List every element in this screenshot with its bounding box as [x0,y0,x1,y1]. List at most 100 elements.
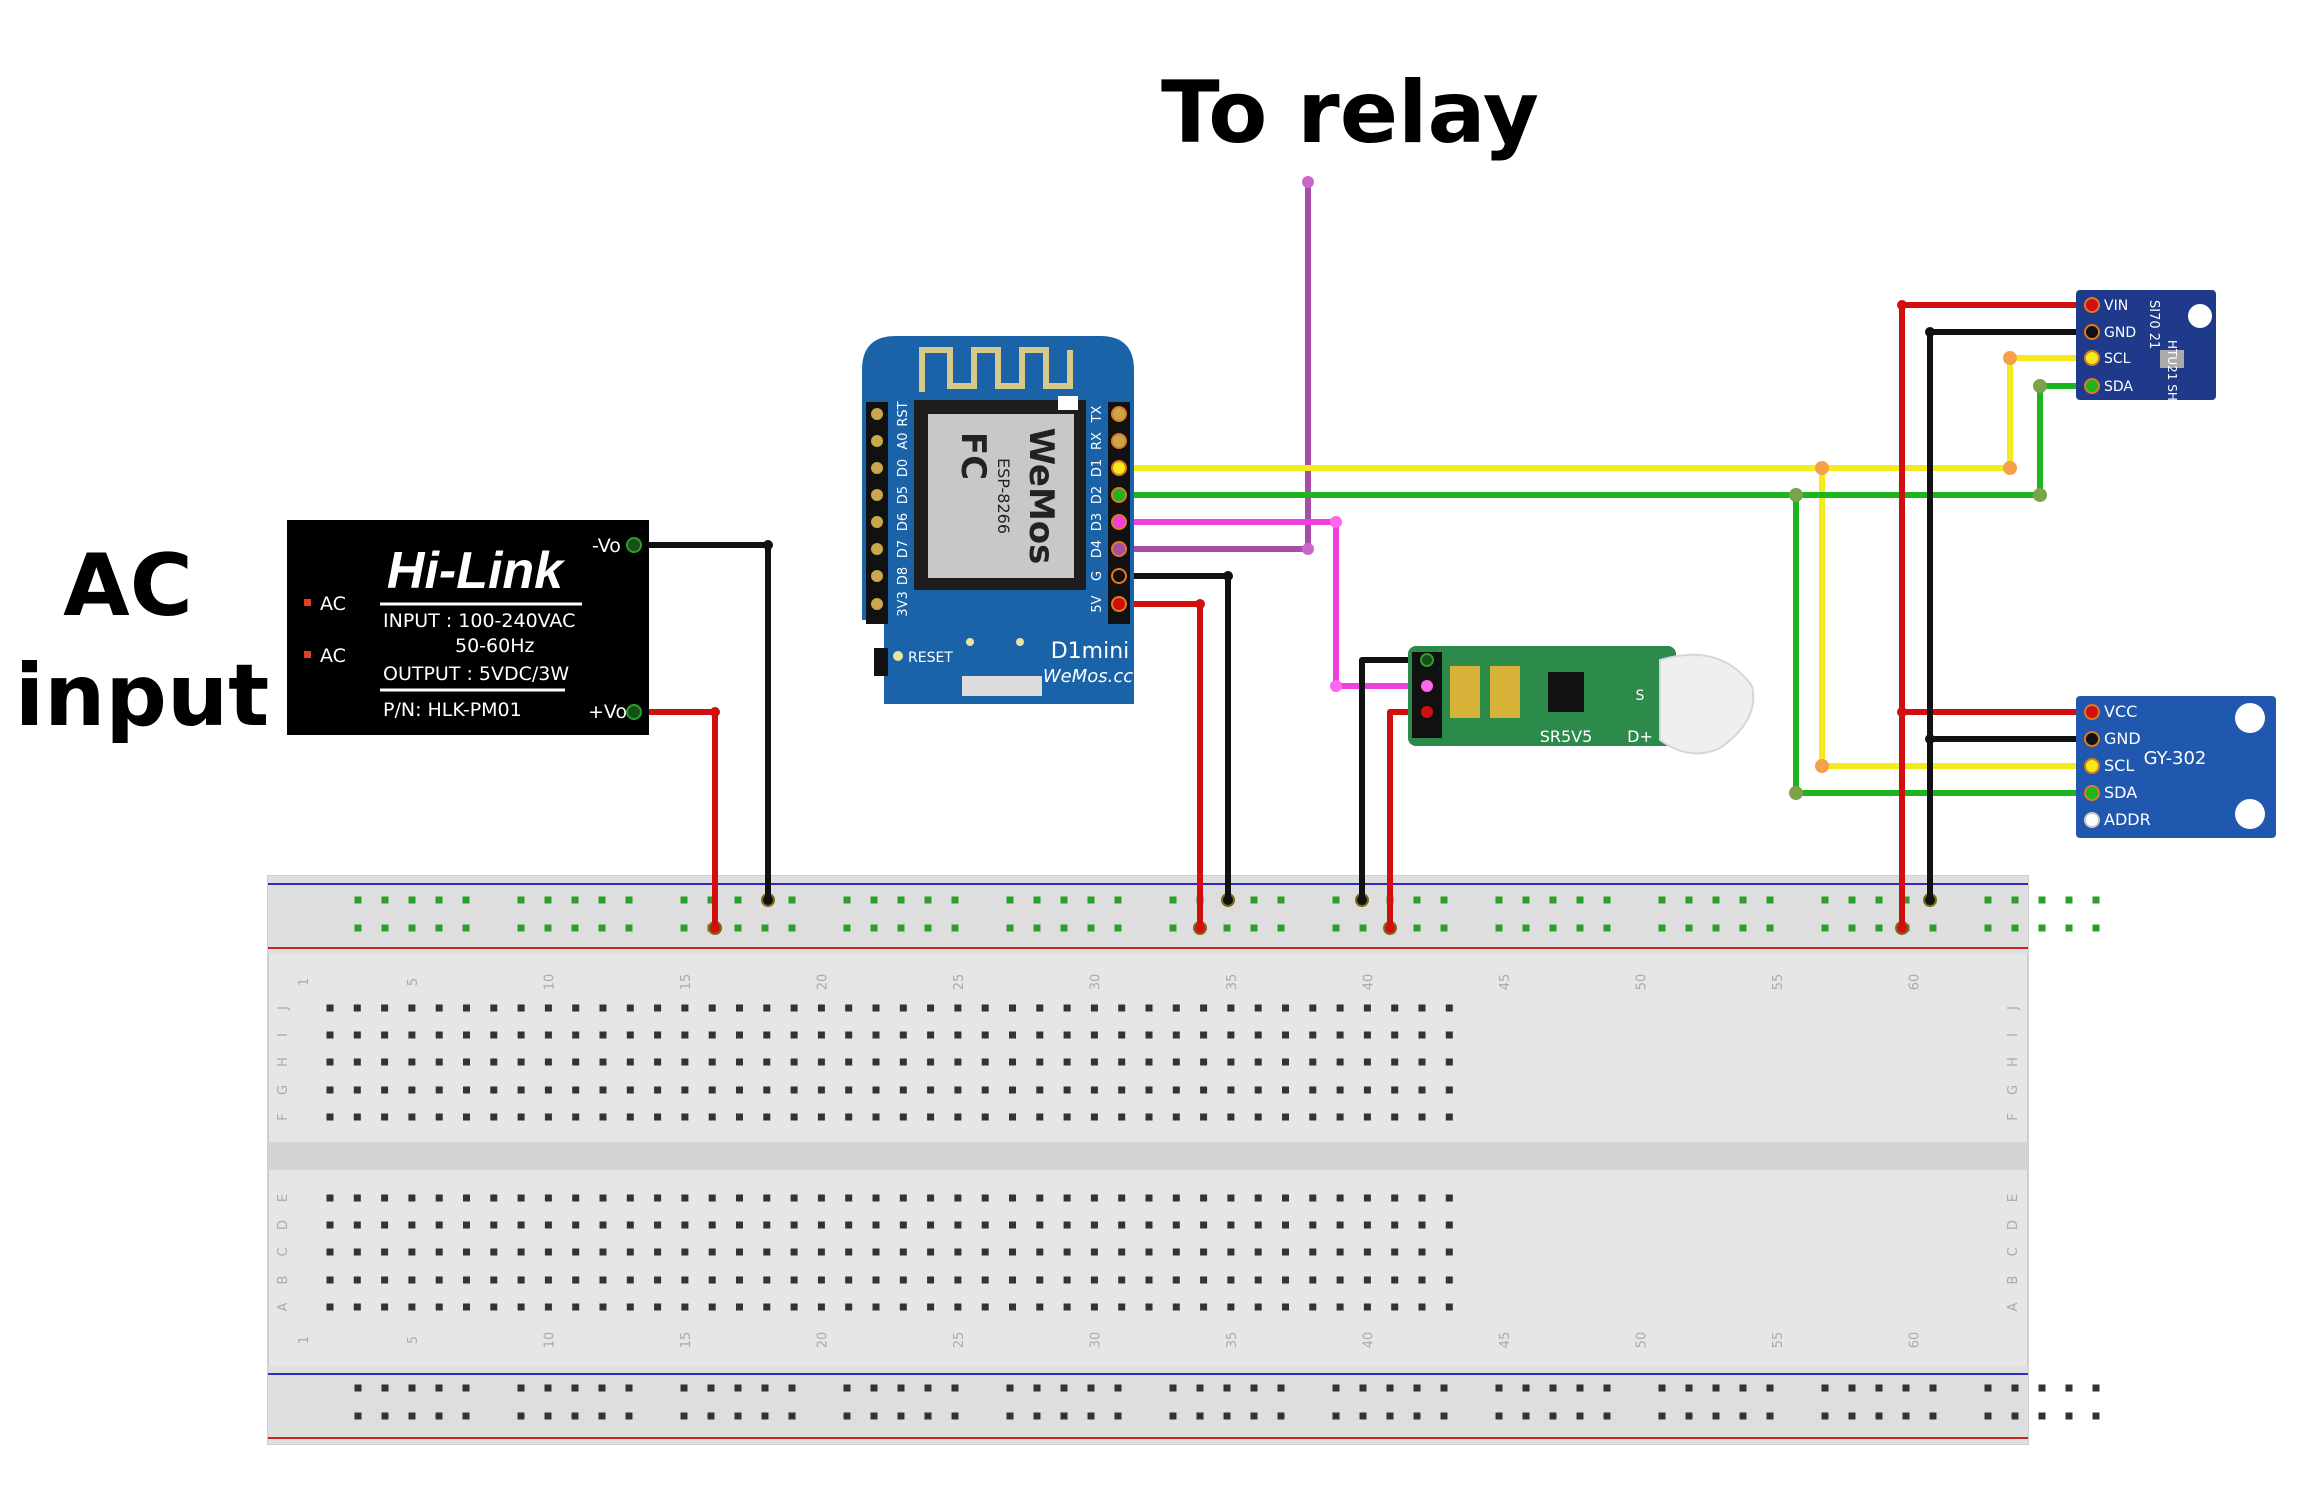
breadboard-hole [463,1221,470,1229]
rail-hole [761,1412,769,1420]
rail-hole [462,1384,470,1392]
breadboard-hole [626,1113,634,1121]
rail-hole [1685,1412,1693,1420]
breadboard-hole [681,1194,689,1202]
breadboard-hole [353,1058,361,1066]
breadboard-hole [1391,1248,1399,1256]
hilink-vo-pos-label: +Vo [588,701,627,723]
breadboard-hole [1363,1194,1371,1202]
breadboard-hole [353,1086,361,1094]
breadboard-hole [817,1221,825,1229]
breadboard-hole [1363,1086,1371,1094]
breadboard-hole [763,1004,771,1012]
breadboard-hole [927,1248,935,1256]
breadboard-hole [626,1248,634,1256]
breadboard-hole [1418,1004,1426,1012]
column-number: 50 [1635,1332,1650,1349]
breadboard-hole [654,1303,662,1311]
column-number: 35 [1225,974,1240,991]
breadboard-hole [353,1303,361,1311]
breadboard-hole [408,1194,416,1202]
breadboard-hole [1254,1276,1262,1284]
d1-right-pin-label: TX [1090,405,1105,423]
breadboard-hole [1227,1221,1235,1229]
breadboard-hole [1009,1194,1016,1202]
breadboard-hole [463,1248,470,1256]
breadboard-hole [1036,1086,1044,1094]
pir-ic-chip [1548,672,1584,712]
breadboard-hole [817,1276,825,1284]
rail-hole [381,924,389,932]
breadboard-hole [1200,1031,1208,1039]
rail-hole [843,896,851,904]
rail-hole [625,924,633,932]
breadboard-hole [763,1194,771,1202]
breadboard-hole [1254,1058,1262,1066]
ac-pin-marker-2 [304,651,311,658]
fc-mark: FC [953,432,993,480]
breadboard-hole [872,1248,880,1256]
row-letter: E [276,1194,291,1202]
breadboard-hole [927,1221,935,1229]
breadboard-hole [599,1303,607,1311]
breadboard-hole [1200,1113,1208,1121]
breadboard-hole [490,1058,498,1066]
rail-hole [2038,924,2046,932]
breadboard-hole [1009,1276,1016,1284]
rail-hole [2065,1412,2073,1420]
rail-hole [1332,896,1340,904]
rail-hole [1821,896,1829,904]
breadboard-hole [954,1221,962,1229]
breadboard-hole [1118,1276,1126,1284]
breadboard-hole [1336,1086,1344,1094]
breadboard-hole [899,1004,907,1012]
row-letter: J [2006,1006,2021,1011]
breadboard-hole [1145,1086,1153,1094]
breadboard-hole [736,1194,743,1202]
breadboard-hole [1309,1058,1317,1066]
hilink-power-module: Hi-Link AC AC INPUT : 100-240VAC 50-60Hz… [287,520,649,735]
breadboard-hole [845,1086,853,1094]
breadboard-hole [381,1303,389,1311]
breadboard-hole [1118,1248,1126,1256]
breadboard-hole [544,1113,552,1121]
breadboard-hole [408,1221,416,1229]
breadboard-hole [544,1004,552,1012]
breadboard-hole [408,1248,416,1256]
rail-hole [517,1412,525,1420]
breadboard-hole [408,1113,416,1121]
column-number: 5 [406,978,421,986]
breadboard-hole [490,1276,498,1284]
rail-hole [788,924,796,932]
row-letter: H [276,1057,291,1067]
breadboard-hole [1090,1276,1098,1284]
d1-left-pin-label: RST [896,401,911,426]
rail-hole [462,924,470,932]
breadboard-hole [681,1058,689,1066]
chip-brand: WeMos [1021,428,1061,565]
breadboard-hole [1282,1086,1289,1094]
breadboard-hole [517,1303,525,1311]
breadboard-hole [1200,1194,1208,1202]
rail-hole [1114,896,1122,904]
breadboard-hole [1227,1113,1235,1121]
rail-hole [788,1412,796,1420]
breadboard-hole [763,1031,771,1039]
breadboard-hole [435,1221,443,1229]
breadboard-hole [517,1221,525,1229]
breadboard-hole [544,1248,552,1256]
rail-hole [1576,1412,1584,1420]
breadboard-hole [817,1004,825,1012]
breadboard-hole [981,1113,989,1121]
hilink-brand: Hi-Link [387,542,566,600]
breadboard-hole [1445,1194,1453,1202]
column-number: 15 [679,974,694,991]
rail-hole [1060,1384,1068,1392]
rail-hole [435,1412,443,1420]
wire-scl-gy302 [1819,465,2093,769]
breadboard-hole [1391,1113,1399,1121]
rail-hole [2065,1384,2073,1392]
column-number: 45 [1498,974,1513,991]
breadboard-hole [1309,1303,1317,1311]
rail-hole [1277,1384,1285,1392]
